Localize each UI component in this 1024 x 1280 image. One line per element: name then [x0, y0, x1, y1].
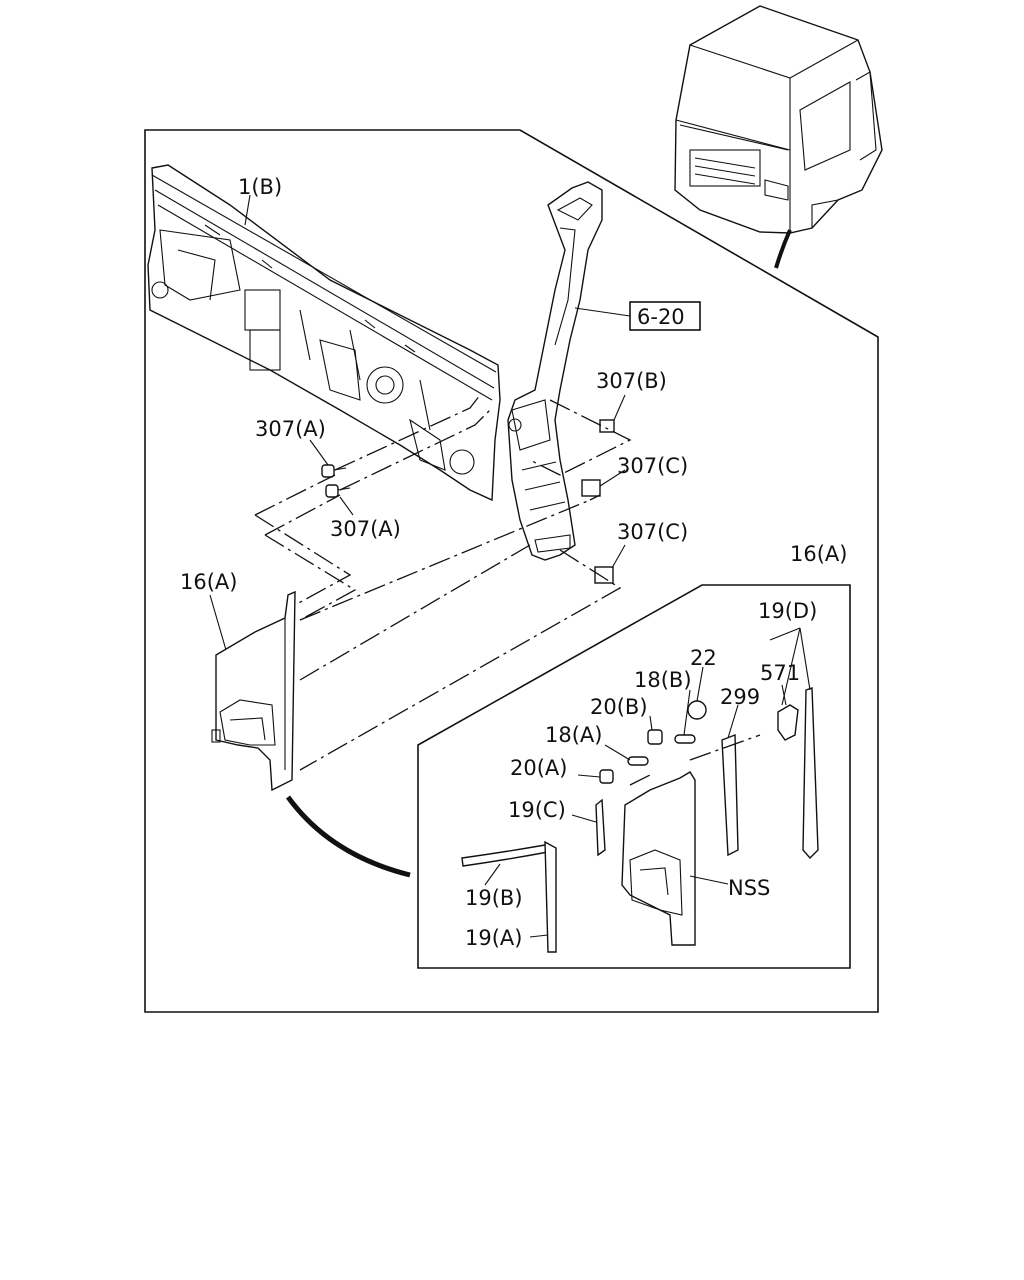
detail-strip-19d	[769, 627, 819, 860]
detail-part-299	[721, 704, 739, 857]
detail-part-20a	[577, 769, 614, 784]
detail-part-18b	[674, 689, 696, 744]
label-cover-detail: 16(A)	[790, 542, 847, 566]
clip-307c-bottom	[594, 566, 614, 584]
dashed-guides	[254, 394, 632, 771]
label-panel: 1(B)	[238, 175, 282, 199]
label-part-20a: 20(A)	[510, 756, 567, 780]
label-strip-d: 19(D)	[758, 599, 817, 623]
detail-frame	[417, 584, 851, 969]
ref-box	[629, 301, 701, 331]
label-part-20b: 20(B)	[590, 695, 648, 719]
detail-part-20b	[647, 715, 663, 745]
label-part-18b: 18(B)	[634, 668, 692, 692]
a-pillar	[507, 181, 603, 561]
label-part-18a: 18(A)	[545, 723, 602, 747]
clip-307c-top	[581, 479, 601, 497]
leader-lines	[209, 194, 626, 651]
label-part-299: 299	[720, 685, 760, 709]
clip-307b	[599, 419, 615, 433]
detail-cover-nss	[621, 771, 729, 946]
detail-dashed	[629, 734, 761, 786]
label-strip-c: 19(C)	[508, 798, 566, 822]
label-clip-a-top: 307(A)	[255, 417, 326, 441]
detail-strip-19a	[529, 840, 557, 953]
label-clip-c-top: 307(C)	[617, 454, 688, 478]
ref-leader	[574, 307, 631, 317]
label-ref: 6-20	[637, 305, 685, 329]
label-strip-b: 19(B)	[465, 886, 523, 910]
label-part-571: 571	[760, 661, 800, 685]
detail-part-18a	[604, 744, 649, 766]
label-cover-left: 16(A)	[180, 570, 237, 594]
label-nss: NSS	[728, 876, 770, 900]
dash-panel	[147, 164, 501, 502]
detail-strip-19c	[571, 798, 606, 857]
detail-part-22	[687, 666, 707, 720]
detail-strip-19b	[461, 844, 549, 886]
label-part-22: 22	[690, 646, 717, 670]
truck-cab-thumbnail	[674, 5, 883, 269]
detail-arrow	[285, 795, 411, 878]
label-clip-c-bottom: 307(C)	[617, 520, 688, 544]
label-clip-a-bottom: 307(A)	[330, 517, 401, 541]
detail-part-571	[777, 684, 799, 741]
label-strip-a: 19(A)	[465, 926, 522, 950]
cover-16a-left	[211, 590, 296, 792]
main-frame	[144, 129, 879, 1013]
label-clip-b: 307(B)	[596, 369, 667, 393]
